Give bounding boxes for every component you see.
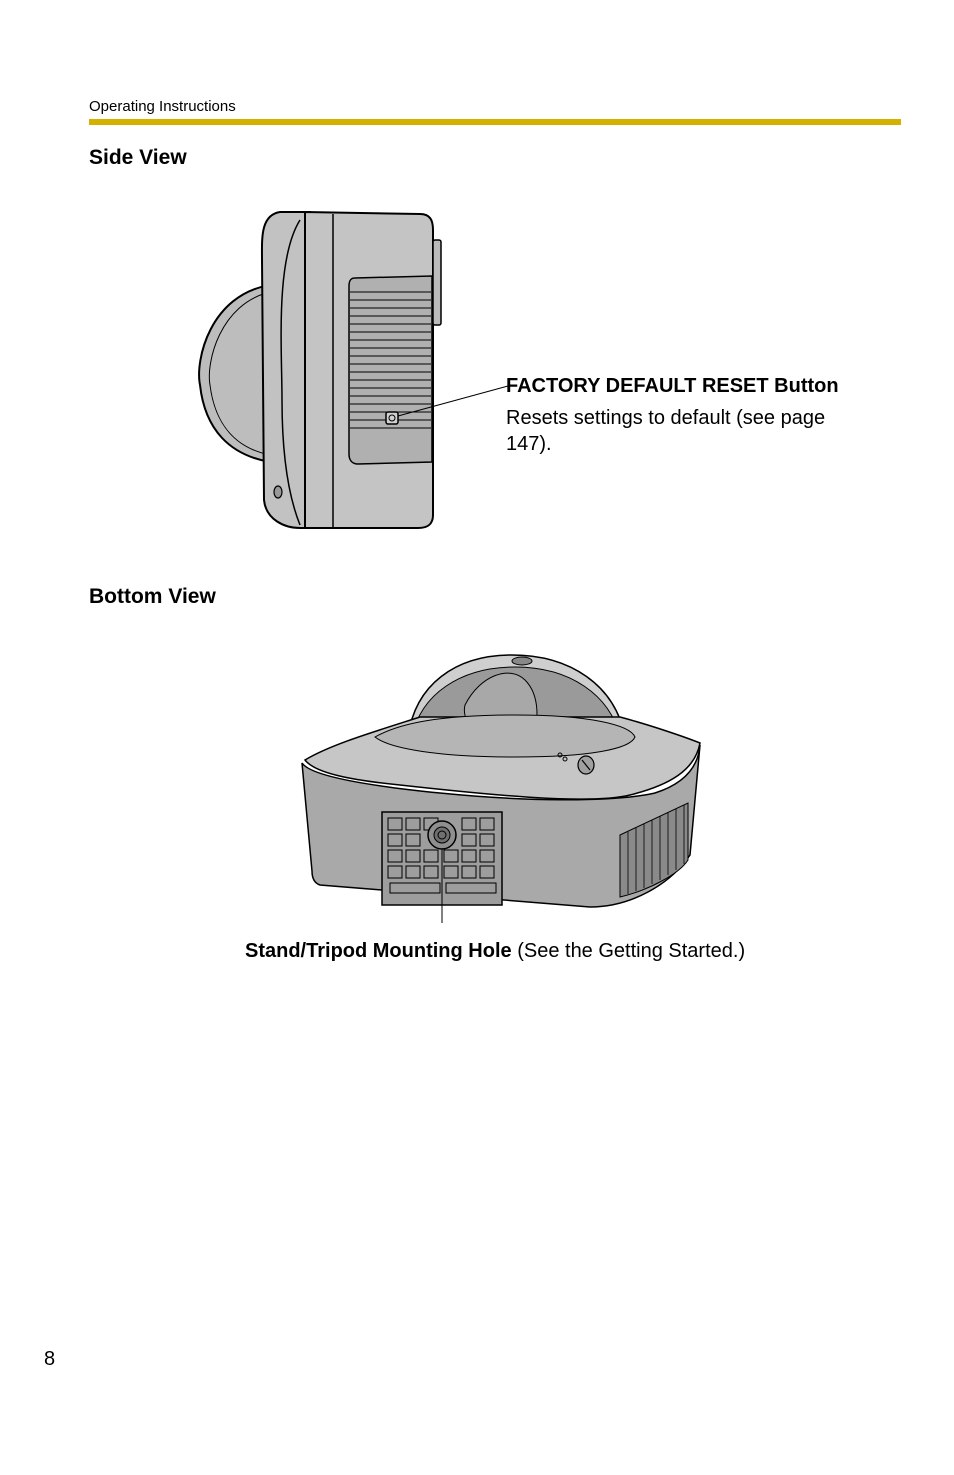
screw-icon [273, 485, 283, 499]
running-header: Operating Instructions [89, 98, 236, 115]
tripod-hole-caption: Stand/Tripod Mounting Hole (See the Gett… [245, 940, 745, 963]
vent-panel [348, 275, 433, 465]
camera-side-view-illustration [198, 210, 509, 529]
bottom-view-title: Bottom View [89, 585, 216, 608]
side-vents [619, 802, 689, 898]
dome-shape [198, 283, 271, 464]
bezel-curve [280, 219, 301, 526]
tripod-hole-description: (See the Getting Started.) [517, 940, 746, 962]
tripod-hole-label: Stand/Tripod Mounting Hole [245, 940, 512, 962]
reset-button-marker [385, 411, 399, 425]
side-view-title: Side View [89, 146, 187, 169]
reset-button-description: Resets settings to default (see page 147… [506, 407, 826, 455]
camera-bottom-view-illustration [301, 654, 701, 923]
vent-slats [350, 291, 431, 429]
front-bezel [260, 211, 311, 529]
vent-grid-cells [387, 817, 497, 894]
page-number: 8 [44, 1348, 56, 1370]
dome-inner-ring [208, 291, 271, 456]
reset-button-label: FACTORY DEFAULT RESET Button [506, 375, 839, 397]
header-rule [89, 119, 901, 125]
reset-leader-line [397, 385, 509, 417]
